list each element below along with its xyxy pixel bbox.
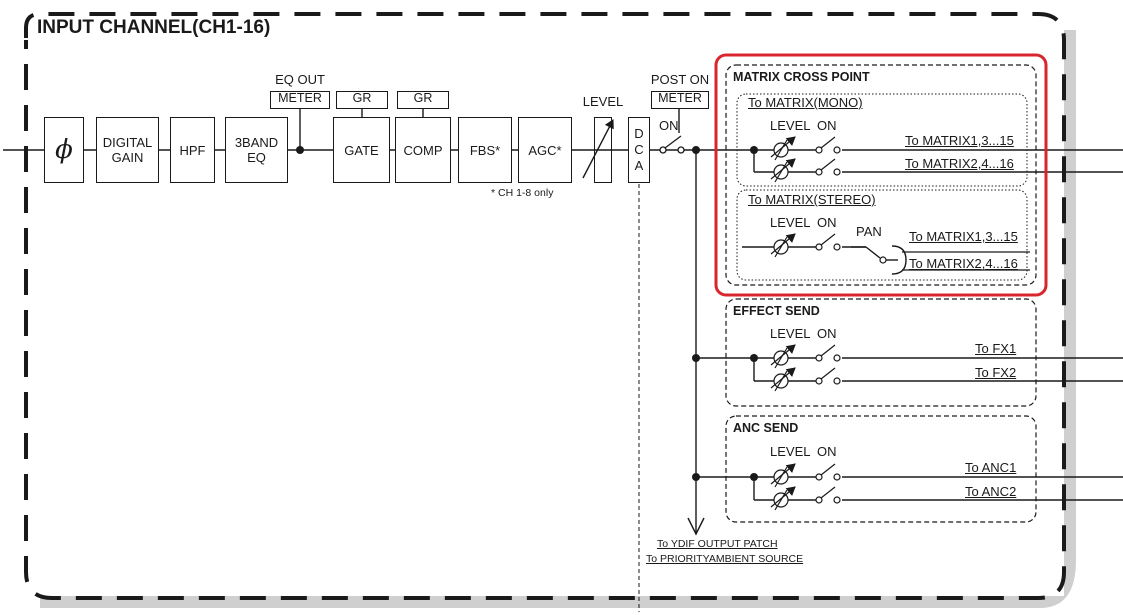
ydif-output-label: To YDIF OUTPUT PATCH	[657, 538, 778, 550]
effect-frame	[725, 298, 1037, 407]
phase-block: ϕ	[44, 117, 84, 183]
level-fader-block	[594, 117, 612, 183]
pan-node	[879, 256, 887, 264]
eq-meter-box: METER	[270, 91, 330, 109]
ydif-arrow	[687, 517, 705, 536]
anc-switch-1	[815, 463, 842, 481]
pan-label: PAN	[856, 224, 882, 239]
effect-send-title: EFFECT SEND	[733, 304, 820, 318]
stereo-on-label: ON	[817, 215, 837, 230]
comp-gr-box: GR	[397, 91, 449, 109]
matrix-mono-frame	[736, 93, 1028, 187]
anc-on-label: ON	[817, 444, 837, 459]
stereo-level-label: LEVEL	[770, 215, 811, 230]
fx-level-2	[770, 367, 796, 392]
mono-level-label: LEVEL	[770, 118, 811, 133]
highlight-frame	[714, 53, 1048, 297]
anc-out-2: To ANC2	[965, 484, 1017, 499]
eq-block: 3BAND EQ	[225, 117, 288, 183]
matrix-stereo-frame	[736, 189, 1028, 281]
eq-out-node	[296, 146, 304, 154]
fx-switch-1	[815, 344, 842, 362]
fbs-block: FBS*	[458, 117, 512, 183]
pan-split	[891, 245, 907, 275]
fx-level-1	[770, 344, 796, 369]
gate-block: GATE	[333, 117, 390, 183]
stereo-out-2: To MATRIX2,4...16	[909, 256, 1018, 271]
matrix-frame	[725, 64, 1037, 286]
anc-send-title: ANC SEND	[733, 421, 799, 435]
priority-ambient-label: To PRIORITYAMBIENT SOURCE	[646, 553, 804, 565]
hpf-block: HPF	[170, 117, 215, 183]
outer-frame	[24, 12, 1066, 600]
post-on-label: POST ON	[650, 72, 710, 87]
gate-gr-box: GR	[336, 91, 388, 109]
post-meter-box: METER	[651, 91, 709, 109]
matrix-mono-title: To MATRIX(MONO)	[748, 95, 863, 110]
mono-switch-2	[815, 158, 842, 176]
anc-level-label: LEVEL	[770, 444, 811, 459]
anc-switch-2	[815, 486, 842, 504]
agc-block: AGC*	[518, 117, 572, 183]
dca-block: D C A	[628, 117, 650, 183]
matrix-stereo-title: To MATRIX(STEREO)	[748, 192, 876, 207]
stereo-switch	[815, 233, 842, 251]
mono-out-1: To MATRIX1,3...15	[905, 133, 1014, 148]
mono-out-2: To MATRIX2,4...16	[905, 156, 1014, 171]
fx-switch-2	[815, 367, 842, 385]
stereo-level	[770, 233, 796, 258]
level-label: LEVEL	[582, 94, 624, 109]
diagram-title: INPUT CHANNEL(CH1-16)	[37, 17, 271, 38]
anc-out-1: To ANC1	[965, 460, 1017, 475]
mono-level-1	[770, 136, 796, 161]
fx-on-label: ON	[817, 326, 837, 341]
eq-out-label: EQ OUT	[275, 72, 325, 87]
mono-level-2	[770, 158, 796, 183]
on-label: ON	[659, 118, 679, 133]
anc-level-2	[770, 486, 796, 511]
anc-level-1	[770, 463, 796, 488]
fx-out-2: To FX2	[975, 365, 1017, 380]
comp-block: COMP	[395, 117, 451, 183]
level-fader-arrow	[582, 119, 614, 179]
digital-gain-block: DIGITAL GAIN	[96, 117, 159, 183]
fx-out-1: To FX1	[975, 341, 1017, 356]
footnote: * CH 1-8 only	[491, 187, 554, 199]
mono-switch-1	[815, 136, 842, 154]
anc-frame	[725, 415, 1037, 523]
matrix-title: MATRIX CROSS POINT	[733, 70, 870, 84]
stereo-out-1: To MATRIX1,3...15	[909, 229, 1018, 244]
mono-on-label: ON	[817, 118, 837, 133]
fx-level-label: LEVEL	[770, 326, 811, 341]
